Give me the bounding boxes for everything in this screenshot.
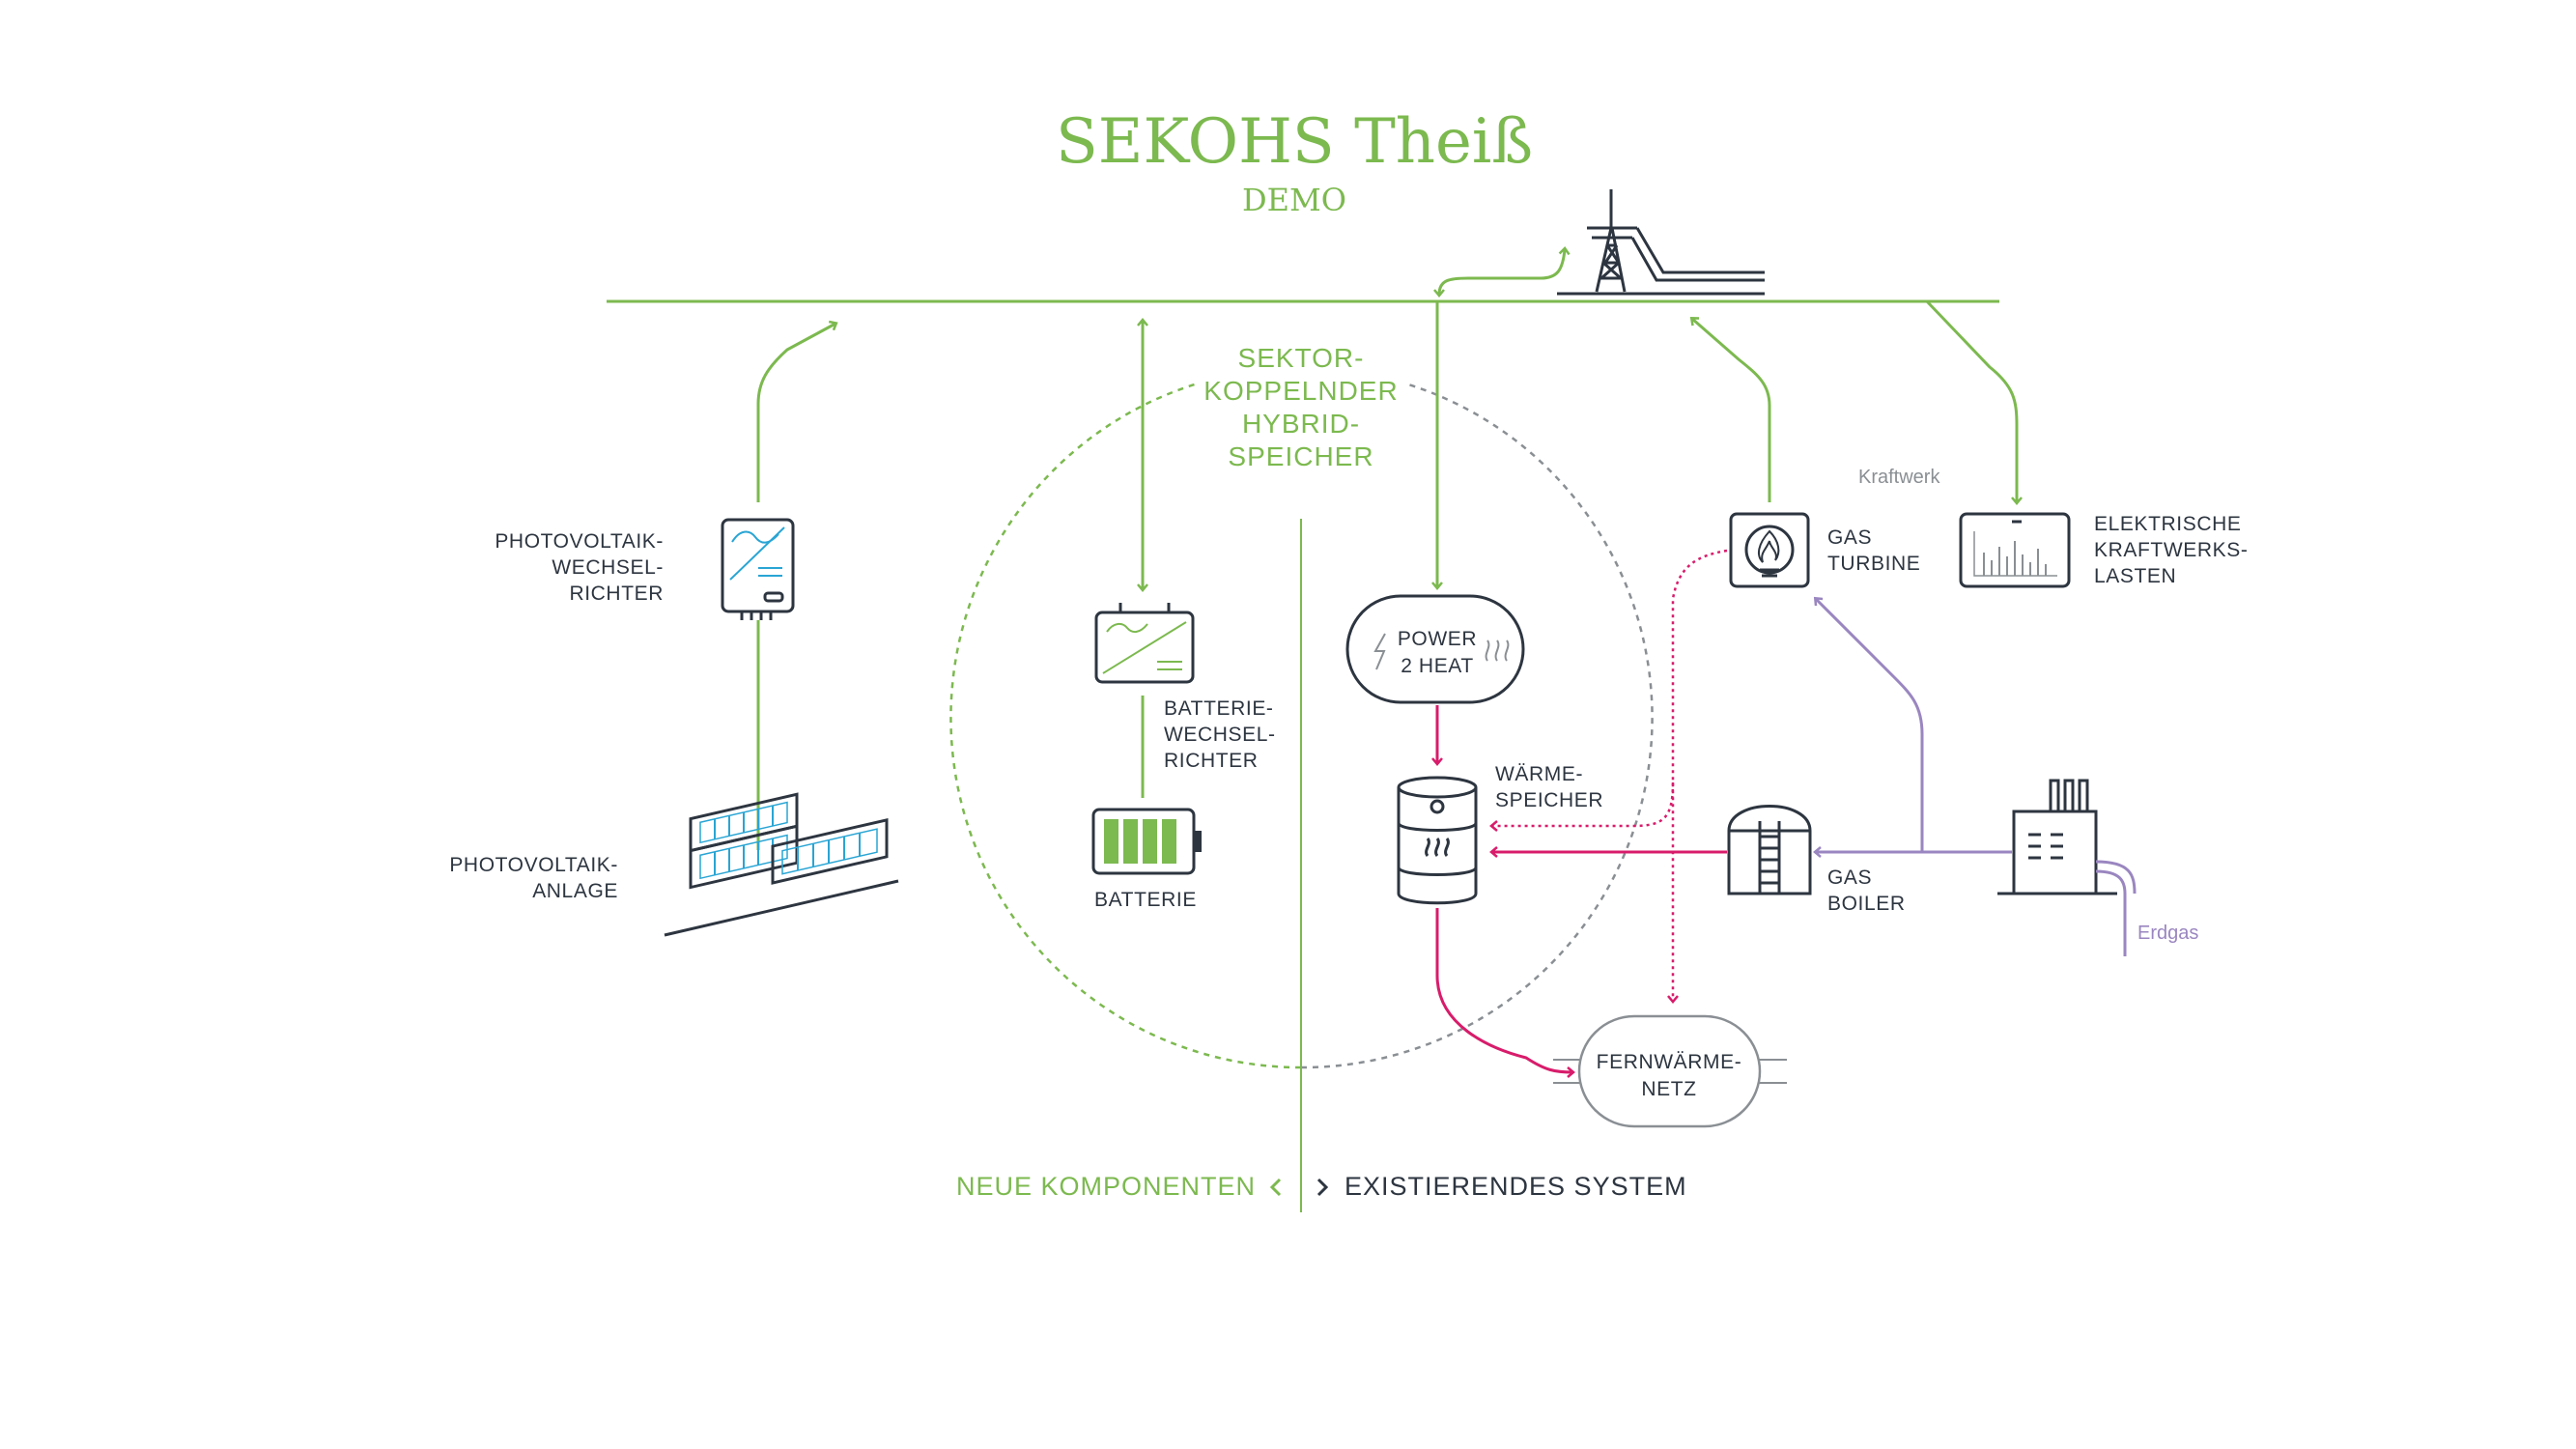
pv-inverter-label-2: WECHSEL- <box>552 556 664 579</box>
pv-to-grid-arrow <box>756 320 838 502</box>
solar-panel-icon <box>664 792 899 937</box>
pv-plant-label-1: PHOTOVOLTAIK- <box>449 854 618 876</box>
battery-inverter-label-1: BATTERIE- <box>1164 697 1274 720</box>
chart-icon <box>1959 512 2071 588</box>
gas-turbine-label-2: TURBINE <box>1827 553 1920 575</box>
inverter-icon <box>721 518 795 620</box>
hybrid-storage-boundary-new <box>949 382 1302 1069</box>
plant-loads-label-3: LASTEN <box>2094 565 2176 587</box>
heat-storage-icon <box>1397 776 1478 905</box>
battery-label: BATTERIE <box>1094 889 1197 911</box>
chevron-right-icon <box>1316 1178 1329 1197</box>
plant-loads-label-1: ELEKTRISCHE <box>2094 513 2241 535</box>
pylon-icon <box>1557 189 1765 296</box>
legend-new-components: NEUE KOMPONENTEN <box>956 1172 1256 1201</box>
hybrid-label-line-1: SEKTOR- <box>1238 343 1365 373</box>
heat-storage-label-1: WÄRME- <box>1495 763 1583 785</box>
battery-icon <box>1091 808 1202 875</box>
hybrid-storage-boundary-existing <box>1300 382 1654 1069</box>
pv-inverter-label-1: PHOTOVOLTAIK- <box>495 530 664 553</box>
gas-to-turbine-arrow <box>1813 596 1924 852</box>
grid-to-plant-loads-arrow <box>1925 299 2023 505</box>
gas-turbine-heat-line <box>1667 549 1728 1004</box>
power-plant-label: Kraftwerk <box>1858 467 1940 488</box>
hybrid-label-line-2: KOPPELNDER <box>1203 376 1398 406</box>
battery-inverter-label-3: RICHTER <box>1164 750 1259 772</box>
chevron-left-icon <box>1269 1178 1282 1197</box>
heat-storage-label: WÄRME- SPEICHER <box>1495 763 1603 811</box>
diagram-title: SEKOHS Theiß <box>1056 106 1533 178</box>
legend: NEUE KOMPONENTEN EXISTIERENDES SYSTEM <box>956 1172 1687 1201</box>
gas-boiler-label-1: GAS <box>1827 867 1872 889</box>
power2heat-unit: POWER 2 HEAT <box>1345 594 1525 704</box>
district-heating-label-1: FERNWÄRME- <box>1597 1051 1742 1073</box>
pv-inverter-label-3: RICHTER <box>569 582 664 605</box>
gas-turbine-to-grid-arrow <box>1689 317 1771 502</box>
hybrid-storage-label: SEKTOR- KOPPELNDER HYBRID- SPEICHER <box>1203 343 1398 471</box>
battery-inverter-label: BATTERIE- WECHSEL- RICHTER <box>1164 697 1276 772</box>
gas-boiler-label-2: BOILER <box>1827 893 1906 915</box>
plant-loads-label: ELEKTRISCHE KRAFTWERKS- LASTEN <box>2094 513 2248 587</box>
gas-turbine-label-1: GAS <box>1827 526 1872 549</box>
tank-icon <box>1727 805 1812 895</box>
battery-inverter-label-2: WECHSEL- <box>1164 724 1276 746</box>
gas-boiler-label: GAS BOILER <box>1827 867 1906 915</box>
gas-turbine-to-storage-line <box>1489 781 1675 832</box>
battery-inverter-icon <box>1094 603 1195 684</box>
legend-existing-system: EXISTIERENDES SYSTEM <box>1345 1172 1687 1201</box>
flame-icon <box>1729 512 1810 588</box>
district-heating-network: FERNWÄRME- NETZ <box>1553 1014 1787 1128</box>
district-heating-label-2: NETZ <box>1641 1078 1696 1100</box>
pv-plant-label-2: ANLAGE <box>532 880 618 902</box>
pv-plant-label: PHOTOVOLTAIK- ANLAGE <box>449 854 618 902</box>
heat-storage-label-2: SPEICHER <box>1495 789 1603 811</box>
hybrid-label-line-3: HYBRID- <box>1242 409 1360 439</box>
storage-to-district-heating-arrow <box>1435 908 1575 1078</box>
diagram-subtitle: DEMO <box>1242 182 1346 218</box>
hybrid-label-line-4: SPEICHER <box>1228 441 1373 471</box>
plant-loads-label-2: KRAFTWERKS- <box>2094 539 2248 561</box>
gas-turbine-label: GAS TURBINE <box>1827 526 1920 575</box>
natural-gas-label: Erdgas <box>2137 923 2198 944</box>
pv-inverter-label: PHOTOVOLTAIK- WECHSEL- RICHTER <box>495 530 664 605</box>
power2heat-label-1: POWER <box>1398 628 1477 650</box>
grid-connection-arrow <box>1433 246 1571 298</box>
power2heat-label-2: 2 HEAT <box>1401 655 1474 677</box>
factory-icon <box>1997 779 2137 895</box>
